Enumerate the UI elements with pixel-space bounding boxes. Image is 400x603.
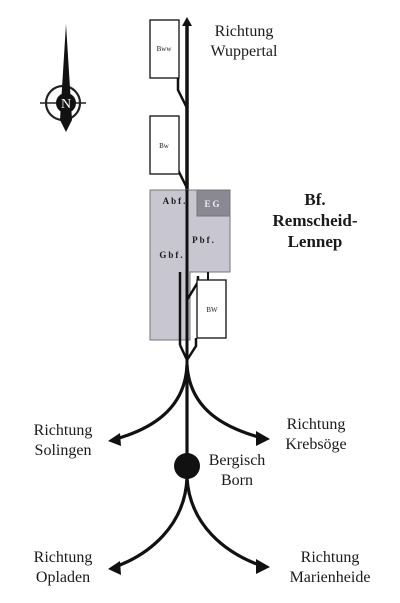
arrow-north (182, 17, 192, 26)
building-eg (196, 189, 231, 217)
direction-marienheide-line1: Richtung (301, 549, 360, 566)
north-arrow-icon: N (40, 24, 86, 132)
arrow-marienheide (256, 559, 270, 574)
track-krebsoege (185, 364, 263, 440)
building-bw-upper (149, 115, 180, 175)
direction-solingen-line1: Richtung (34, 422, 93, 439)
direction-solingen-line2: Solingen (35, 442, 92, 459)
siding-bw-lower (185, 338, 198, 361)
track-marienheide (185, 477, 263, 568)
track-opladen (111, 477, 189, 570)
station-name-line2: Remscheid- (273, 211, 358, 230)
track-solingen (111, 364, 189, 442)
station-name-line3: Lennep (288, 232, 343, 251)
direction-krebsoege-line1: Richtung (287, 416, 346, 433)
building-bww (149, 19, 180, 79)
bww-label: Bww (157, 45, 173, 53)
bergisch-born-junction (174, 453, 200, 479)
direction-krebsoege-line2: Krebsöge (285, 436, 346, 453)
station-name-line1: Bf. (304, 190, 325, 209)
arrow-opladen (108, 561, 121, 575)
bw-lower-label: BW (206, 306, 218, 314)
direction-opladen-line1: Richtung (34, 549, 93, 566)
junction-name-line2: Born (221, 472, 253, 489)
gbf-label: Gbf. (159, 250, 184, 260)
direction-wuppertal-line1: Richtung (215, 23, 274, 40)
arrow-solingen (108, 433, 121, 446)
direction-wuppertal-line2: Wuppertal (211, 43, 278, 60)
siding-bww (176, 78, 189, 109)
building-bw-lower (196, 279, 227, 339)
direction-opladen-line2: Opladen (36, 569, 90, 586)
eg-label: EG (204, 199, 221, 209)
pbf-label: Pbf. (192, 235, 216, 245)
bw-upper-label: Bw (159, 142, 170, 150)
arrow-krebsoege (256, 431, 270, 446)
direction-marienheide-line2: Marienheide (290, 569, 371, 586)
abf-label: Abf. (163, 196, 188, 206)
junction-name-line1: Bergisch (209, 452, 266, 469)
compass-letter: N (61, 97, 71, 112)
